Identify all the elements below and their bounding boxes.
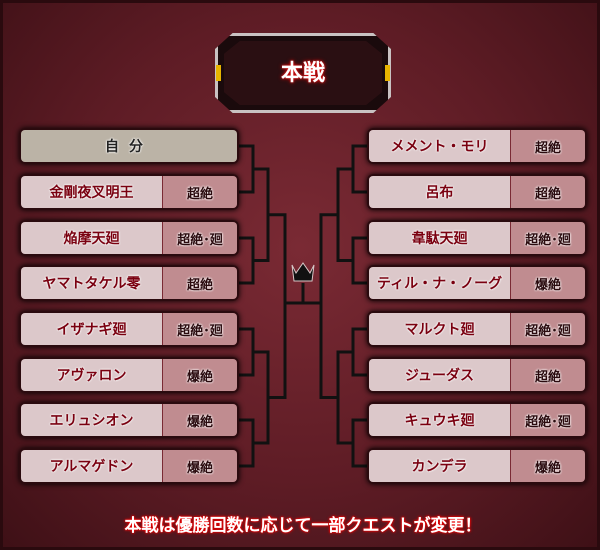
bracket-r2	[336, 167, 353, 262]
title-banner-inner	[224, 41, 382, 105]
self-slot[interactable]: 自分	[19, 128, 239, 164]
difficulty-tag: 爆絶	[510, 450, 585, 482]
quest-name: ヤマトタケル零	[21, 267, 162, 299]
difficulty-tag: 爆絶	[162, 404, 237, 436]
difficulty-tag: 超絶	[510, 359, 585, 391]
difficulty-tag: 超絶	[162, 267, 237, 299]
difficulty-tag: 超絶･廻	[510, 222, 585, 254]
quest-slot[interactable]: ヤマトタケル零超絶	[19, 265, 239, 301]
difficulty-tag: 超絶	[162, 176, 237, 208]
bracket-r3	[319, 213, 338, 399]
difficulty-tag: 爆絶	[162, 359, 237, 391]
banner-ornament-left	[216, 65, 221, 81]
quest-name: 呂布	[369, 176, 510, 208]
quest-name: アヴァロン	[21, 359, 162, 391]
quest-slot[interactable]: キュウキ廻超絶･廻	[367, 402, 587, 438]
difficulty-tag: 超絶･廻	[162, 313, 237, 345]
quest-name: メメント・モリ	[369, 130, 510, 162]
quest-slot[interactable]: エリュシオン爆絶	[19, 402, 239, 438]
quest-slot[interactable]: アルマゲドン爆絶	[19, 448, 239, 484]
quest-slot[interactable]: マルクト廻超絶･廻	[367, 311, 587, 347]
quest-slot[interactable]: 金剛夜叉明王超絶	[19, 174, 239, 210]
bracket-r1	[237, 418, 255, 468]
quest-name: ティル・ナ・ノーグ	[369, 267, 510, 299]
quest-slot[interactable]: 呂布超絶	[367, 174, 587, 210]
footer-note: 本戦は優勝回数に応じて一部クエストが変更！	[124, 516, 482, 536]
bracket-r1	[237, 236, 255, 285]
bracket-r2	[253, 167, 270, 262]
quest-name: イザナギ廻	[21, 313, 162, 345]
quest-slot[interactable]: 焔摩天廻超絶･廻	[19, 220, 239, 256]
difficulty-tag: 超絶	[510, 130, 585, 162]
page-title: 本戦	[280, 61, 325, 86]
quest-name: 自分	[21, 130, 237, 162]
quest-name: キュウキ廻	[369, 404, 510, 436]
bracket-lines	[237, 144, 369, 468]
bracket-r2	[336, 350, 353, 445]
difficulty-tag: 超絶･廻	[510, 313, 585, 345]
crown-icon	[291, 262, 315, 282]
quest-slot[interactable]: ジューダス超絶	[367, 357, 587, 393]
quest-name: 韋駄天廻	[369, 222, 510, 254]
quest-slot[interactable]: アヴァロン爆絶	[19, 357, 239, 393]
quest-slot[interactable]: カンデラ爆絶	[367, 448, 587, 484]
quest-name: ジューダス	[369, 359, 510, 391]
difficulty-tag: 超絶	[510, 176, 585, 208]
quest-slot[interactable]: イザナギ廻超絶･廻	[19, 311, 239, 347]
difficulty-tag: 爆絶	[510, 267, 585, 299]
difficulty-tag: 超絶･廻	[510, 404, 585, 436]
quest-name: 焔摩天廻	[21, 222, 162, 254]
quest-name: カンデラ	[369, 450, 510, 482]
quest-slot[interactable]: ティル・ナ・ノーグ爆絶	[367, 265, 587, 301]
difficulty-tag: 爆絶	[162, 450, 237, 482]
bracket-r1	[237, 327, 255, 377]
quest-name: 金剛夜叉明王	[21, 176, 162, 208]
quest-slot[interactable]: 韋駄天廻超絶･廻	[367, 220, 587, 256]
quest-name: マルクト廻	[369, 313, 510, 345]
bracket-r2	[253, 350, 270, 445]
difficulty-tag: 超絶･廻	[162, 222, 237, 254]
banner-ornament-right	[385, 65, 390, 81]
bracket-r1	[237, 144, 255, 194]
bracket-r3	[268, 213, 287, 399]
quest-slot[interactable]: メメント・モリ超絶	[367, 128, 587, 164]
quest-name: アルマゲドン	[21, 450, 162, 482]
quest-name: エリュシオン	[21, 404, 162, 436]
